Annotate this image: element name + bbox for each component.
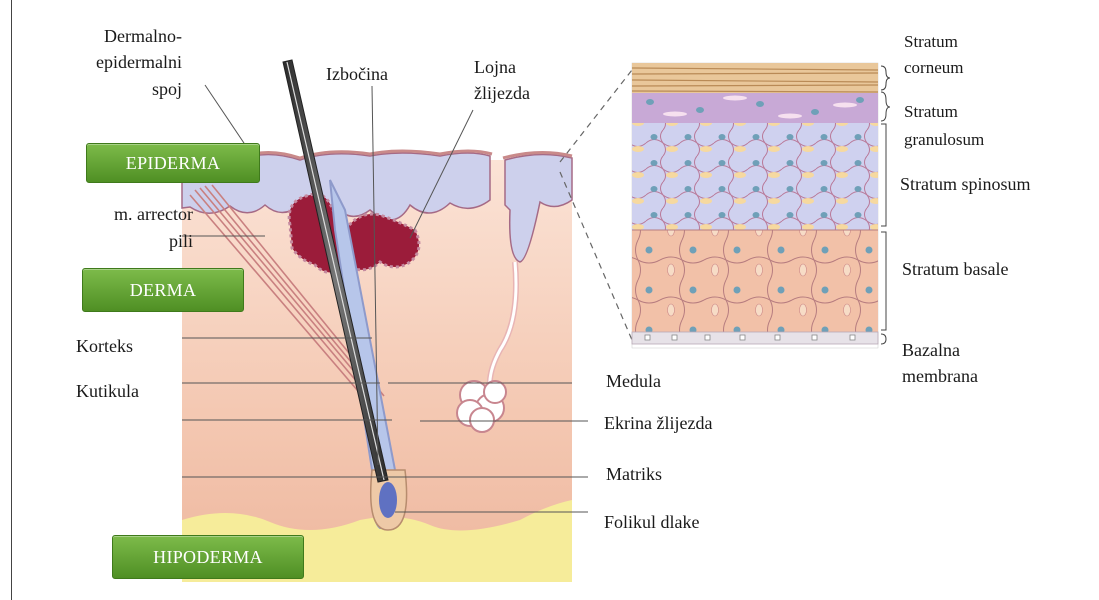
arrector-label-2: pili xyxy=(169,231,193,252)
derma-label: DERMA xyxy=(130,280,197,301)
bazalna-label-2: membrana xyxy=(902,366,978,387)
dermalno-label-1: Dermalno- xyxy=(104,26,182,47)
korteks-label: Korteks xyxy=(76,336,133,357)
stratum-granulosum-label-1: Stratum xyxy=(904,101,958,122)
epidermis-detail xyxy=(632,63,878,348)
arrector-label-1: m. arrector xyxy=(114,204,193,225)
bazalna-label-1: Bazalna xyxy=(902,340,960,361)
stratum-spinosum-label: Stratum spinosum xyxy=(900,174,1031,195)
lojna-label-2: žlijezda xyxy=(474,83,530,104)
stratum-granulosum-layer xyxy=(632,93,878,123)
stratum-granulosum-label-2: granulosum xyxy=(904,129,984,150)
kutikula-label: Kutikula xyxy=(76,381,139,402)
hipoderma-badge: HIPODERMA xyxy=(112,535,304,579)
stratum-basale-label: Stratum basale xyxy=(902,259,1008,280)
dermal-papilla xyxy=(379,482,397,518)
stratum-corneum-label-1: Stratum xyxy=(904,31,958,52)
epiderma-badge: EPIDERMA xyxy=(86,143,260,183)
strata-brackets xyxy=(881,66,890,344)
dermalno-label-2: epidermalni xyxy=(96,52,182,73)
medula-label: Medula xyxy=(606,371,661,392)
basement-membrane xyxy=(632,332,878,344)
hipoderma-label: HIPODERMA xyxy=(153,547,263,568)
ekrina-label: Ekrina žlijezda xyxy=(604,413,712,434)
folikul-label: Folikul dlake xyxy=(604,512,700,533)
izbocina-label: Izbočina xyxy=(326,64,388,85)
matriks-label: Matriks xyxy=(606,464,662,485)
dermalno-label-3: spoj xyxy=(152,79,182,100)
stratum-corneum-label-2: corneum xyxy=(904,57,963,78)
stratum-basale-layer xyxy=(632,230,878,332)
derma-badge: DERMA xyxy=(82,268,244,312)
epiderma-label: EPIDERMA xyxy=(126,153,220,174)
lojna-label-1: Lojna xyxy=(474,57,516,78)
stratum-spinosum-layer xyxy=(632,123,878,230)
stratum-corneum-layer xyxy=(632,63,878,93)
